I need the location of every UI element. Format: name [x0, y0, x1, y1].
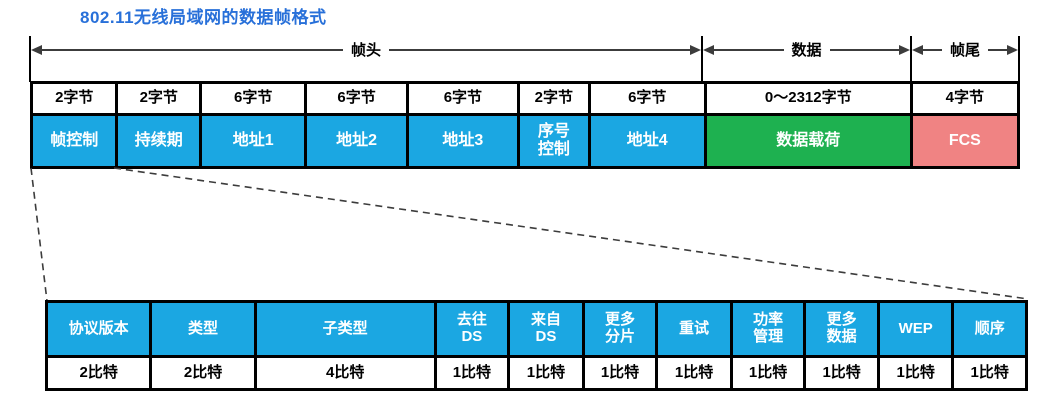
field-name-cell: 帧控制 [33, 116, 116, 166]
field-name-cell: 地址4 [587, 116, 704, 166]
flag-name-cell: 功率 管理 [729, 303, 804, 355]
boundary-tick [1018, 36, 1020, 82]
bit-size-cell: 1比特 [507, 358, 582, 388]
field-size-cell: 4字节 [909, 84, 1017, 113]
field-name-cell: 序号 控制 [517, 116, 588, 166]
field-name-cell: 地址3 [405, 116, 518, 166]
boundary-tick [29, 36, 31, 82]
bit-size-cell: 1比特 [655, 358, 730, 388]
flag-name-cell: 顺序 [951, 303, 1025, 355]
arrow-right-icon [899, 44, 911, 55]
boundary-tick [910, 36, 912, 82]
field-name-cell: 地址1 [198, 116, 305, 166]
flag-name-cell: 类型 [149, 303, 254, 355]
field-name-cell: 持续期 [115, 116, 199, 166]
flag-name-cell: 更多 分片 [581, 303, 656, 355]
flag-name-cell: 子类型 [253, 303, 434, 355]
bit-size-cell: 1比特 [729, 358, 804, 388]
arrow-left-icon [912, 44, 923, 55]
bit-size-cell: 1比特 [803, 358, 877, 388]
field-name-cell: 地址2 [304, 116, 406, 166]
flag-name-cell: 更多 数据 [803, 303, 877, 355]
span-label: 帧头 [351, 42, 382, 59]
dashed-connector-left [30, 167, 48, 302]
field-size-cell: 0～2312字节 [703, 84, 910, 113]
arrow-right-icon [690, 44, 702, 55]
flag-name-cell: 来自 DS [507, 303, 582, 355]
field-size-cell: 6字节 [198, 84, 305, 113]
boundary-tick [701, 36, 703, 82]
arrow-right-icon [1007, 44, 1019, 55]
arrow-left-icon [703, 44, 714, 55]
span-label: 帧尾 [950, 42, 981, 59]
span-frame-tail: 帧尾 [912, 41, 1019, 59]
diagram-title: 802.11无线局域网的数据帧格式 [80, 8, 327, 27]
span-frame-header: 帧头 [31, 41, 702, 59]
bit-size-cell: 4比特 [253, 358, 434, 388]
span-data: 数据 [703, 41, 911, 59]
flag-name-cell: WEP [876, 303, 952, 355]
field-name-cell: 数据载荷 [703, 116, 910, 166]
arrow-left-icon [31, 44, 42, 55]
flag-name-cell: 去往 DS [433, 303, 508, 355]
field-name-cell: FCS [909, 116, 1017, 166]
field-size-cell: 6字节 [587, 84, 704, 113]
span-label: 数据 [791, 42, 822, 59]
bit-size-cell: 1比特 [951, 358, 1025, 388]
field-size-cell: 2字节 [517, 84, 588, 113]
field-size-cell: 2字节 [33, 84, 116, 113]
bit-size-cell: 2比特 [149, 358, 254, 388]
field-size-cell: 6字节 [304, 84, 406, 113]
bit-size-cell: 1比特 [581, 358, 656, 388]
flag-name-cell: 协议版本 [48, 303, 150, 355]
bit-size-cell: 1比特 [876, 358, 952, 388]
field-size-cell: 2字节 [115, 84, 199, 113]
bit-size-cell: 1比特 [433, 358, 508, 388]
dashed-connector-right [113, 167, 1029, 300]
bit-size-cell: 2比特 [48, 358, 150, 388]
field-size-cell: 6字节 [405, 84, 518, 113]
flag-name-cell: 重试 [655, 303, 730, 355]
